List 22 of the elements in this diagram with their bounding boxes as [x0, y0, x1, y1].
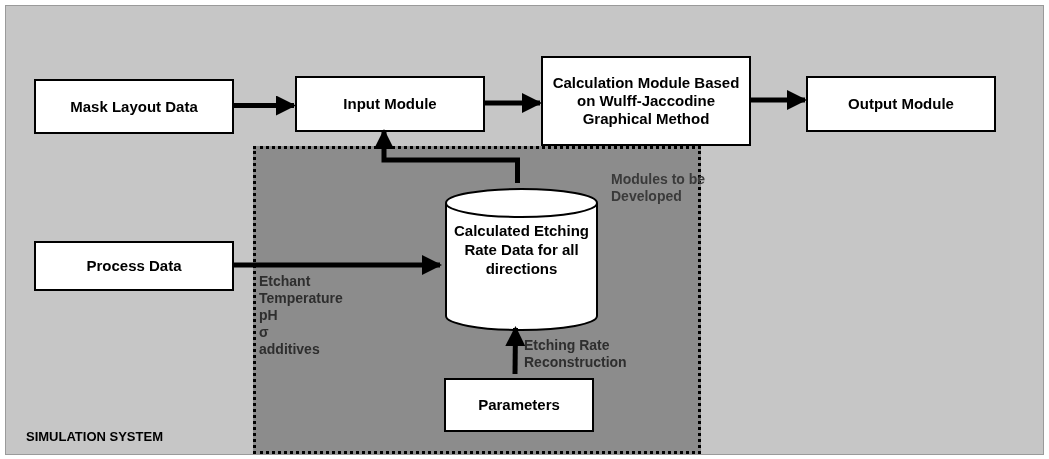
arrow — [233, 95, 296, 116]
process-box: Input Module — [295, 76, 485, 132]
process-box: Parameters — [444, 378, 594, 432]
panel-title: SIMULATION SYSTEM — [26, 427, 163, 446]
process-box: Process Data — [34, 241, 234, 291]
cylinder-label: Calculated Etching Rate Data for all directions — [453, 221, 590, 278]
process-box: Calculation Module Based on Wulff-Jaccodine Graphical Method — [541, 56, 751, 146]
process-box: Mask Layout Data — [34, 79, 234, 134]
parameter-label: additives — [259, 341, 320, 358]
region-label: Modules to be Developed — [611, 171, 707, 205]
parameter-label: σ — [259, 324, 269, 341]
arrow — [484, 93, 542, 113]
parameter-label: Temperature — [259, 290, 343, 307]
process-box: Output Module — [806, 76, 996, 132]
parameter-label: Etchant — [259, 273, 311, 290]
arrow — [505, 326, 526, 375]
arrow — [233, 255, 442, 275]
parameter-label: pH — [259, 307, 278, 324]
arrow — [750, 90, 807, 110]
arrow — [374, 129, 520, 183]
system-panel — [5, 5, 1044, 455]
edge-label: Etching Rate Reconstruction — [524, 337, 628, 371]
